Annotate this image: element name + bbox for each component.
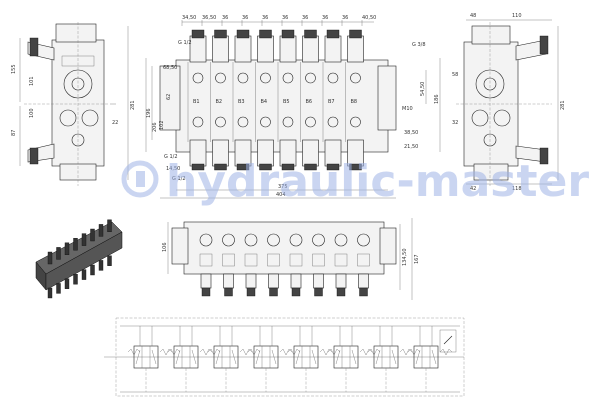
section-label: B2 xyxy=(216,99,223,105)
schematic-section xyxy=(367,326,413,392)
section-label: B8 xyxy=(351,99,358,105)
valve-section: B1 xyxy=(187,29,207,171)
bottom-section xyxy=(267,233,280,297)
hydraulic-schematic xyxy=(104,317,465,397)
dim-label: 68,50 xyxy=(163,65,177,71)
dim-label: 404 xyxy=(276,192,286,198)
dim-label: 36,50 xyxy=(202,15,216,21)
section-label: B3 xyxy=(238,99,245,105)
schematic-section xyxy=(207,326,253,392)
left-side-view: 155 101 100 87 22 281 xyxy=(11,22,136,186)
dim-label: 40,50 xyxy=(362,15,376,21)
dim-label: 42 xyxy=(470,186,476,192)
dim-label: 100 xyxy=(29,108,35,118)
valve-section: B7 xyxy=(322,29,342,171)
port-label: G 1/2 xyxy=(178,40,192,46)
bottom-section xyxy=(357,233,370,297)
dim-label: 36 xyxy=(302,15,308,21)
dim-label: 36 xyxy=(242,15,248,21)
dim-label: 155 xyxy=(11,64,17,74)
iso-spool xyxy=(73,237,78,285)
valve-section: B8 xyxy=(345,29,364,171)
schematic-section xyxy=(407,326,453,392)
port-label: G 1/2 xyxy=(164,154,178,160)
dim-label: 375 xyxy=(278,184,288,190)
schematic-section xyxy=(167,326,213,392)
iso-spool xyxy=(90,228,95,276)
dim-label: 58 xyxy=(452,72,458,78)
dim-label: 118 xyxy=(512,186,522,192)
dim-label: 87 xyxy=(11,130,17,136)
isometric-view xyxy=(35,219,123,299)
dim-label: 36 xyxy=(282,15,288,21)
dim-label: 281 xyxy=(560,100,566,110)
dim-label: 102 xyxy=(159,120,165,130)
iso-spool xyxy=(107,219,112,267)
dim-label: 48 xyxy=(470,13,476,19)
valve-section: B2 xyxy=(210,29,229,171)
dim-label: 54,50 xyxy=(420,82,426,96)
dim-label: 134,50 xyxy=(402,249,408,267)
port-label: G 3/8 xyxy=(412,42,426,48)
dim-label: 36 xyxy=(222,15,228,21)
iso-spool xyxy=(47,251,53,299)
dim-label: 22 xyxy=(112,120,118,126)
schematic-section xyxy=(247,326,293,392)
dim-label: 36 xyxy=(262,15,268,21)
bottom-section xyxy=(289,233,303,297)
dim-label: 196 xyxy=(146,108,152,118)
dim-label: 281 xyxy=(130,100,136,110)
valve-section: B6 xyxy=(300,29,319,171)
front-view: B1 B2 B3 B4 B5 B6 B7 B8 34,50 36,50 36 36 36 36 36 36 3… xyxy=(145,15,441,199)
valve-section: B5 xyxy=(277,29,297,171)
dim-label: 101 xyxy=(29,76,35,86)
bottom-section xyxy=(199,233,213,297)
right-side-view: 48 110 58 32 42 118 281 xyxy=(452,13,566,192)
dim-label: 14,50 xyxy=(166,166,180,172)
dim-label: 38,50 xyxy=(404,130,418,136)
dim-label: 36 xyxy=(342,15,348,21)
dim-label: 110 xyxy=(512,13,522,19)
section-label: B5 xyxy=(283,99,290,105)
schematic-section xyxy=(127,326,173,392)
bottom-section xyxy=(222,233,235,297)
watermark: hydraulic-master xyxy=(121,156,589,207)
bottom-section xyxy=(244,233,258,297)
port-label: G 1/2 xyxy=(172,176,186,182)
bottom-section xyxy=(334,233,348,297)
schematic-section xyxy=(327,326,373,392)
dim-label: 167 xyxy=(414,254,420,264)
dim-label: 206 xyxy=(152,122,158,132)
dim-label: 62 xyxy=(166,94,172,100)
valve-section: B3 xyxy=(232,29,252,171)
valve-section: B4 xyxy=(255,29,274,171)
iso-spool xyxy=(64,242,70,289)
dim-label: 21,50 xyxy=(404,144,418,150)
section-label: B6 xyxy=(306,99,313,105)
dim-label: 106 xyxy=(162,242,168,252)
schematic-section xyxy=(287,326,333,392)
iso-spool xyxy=(81,233,87,280)
dim-label: 36 xyxy=(322,15,328,21)
iso-spool xyxy=(98,224,104,271)
dim-label: M10 xyxy=(402,106,413,112)
watermark-text: hydraulic-master xyxy=(166,156,589,207)
section-label: B1 xyxy=(193,99,200,105)
iso-spool xyxy=(56,247,61,294)
section-label: B4 xyxy=(261,99,268,105)
bottom-section xyxy=(312,233,325,297)
bottom-view: 106 134,50 167 xyxy=(162,218,420,300)
dim-label: 186 xyxy=(434,94,440,104)
section-label: B7 xyxy=(328,99,335,105)
dim-label: 32 xyxy=(452,120,458,126)
dim-label: 34,50 xyxy=(182,15,196,21)
